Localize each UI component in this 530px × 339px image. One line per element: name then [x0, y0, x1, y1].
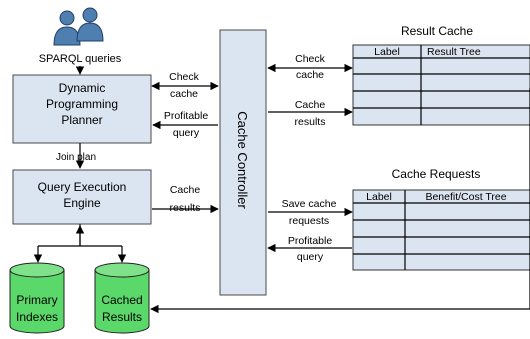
- cache-controller-label: Cache Controller: [235, 111, 250, 209]
- check-cache-1: Check: [295, 53, 326, 65]
- profitable-query-2: query: [297, 251, 324, 263]
- planner-line1: Dynamic: [59, 81, 106, 95]
- result-cache-table: [352, 44, 530, 126]
- planner-line3: Planner: [61, 113, 102, 127]
- engine-results-1: Cache: [170, 184, 201, 196]
- cached-results-db: [94, 262, 150, 334]
- cached-line1: Cached: [101, 293, 142, 307]
- cache-requests-header-tree: Benefit/Cost Tree: [425, 191, 506, 203]
- result-cache-header-tree: Result Tree: [427, 46, 481, 58]
- save-requests-1: Save cache: [282, 198, 337, 210]
- result-cache-title: Result Cache: [401, 24, 473, 38]
- cache-results-1: Cache: [295, 99, 326, 111]
- cache-requests-table: [352, 189, 530, 271]
- sparql-queries-label: SPARQL queries: [39, 53, 122, 65]
- primary-indexes-db: [9, 262, 65, 334]
- save-requests-2: requests: [289, 215, 329, 227]
- cache-results-2: results: [295, 116, 326, 128]
- planner-profitable-2: query: [173, 127, 200, 139]
- cached-line2: Results: [102, 310, 142, 324]
- planner-line2: Programming: [46, 97, 118, 111]
- engine-box: [12, 169, 152, 225]
- cache-requests-header-label: Label: [366, 191, 392, 203]
- planner-check-1: Check: [169, 71, 200, 83]
- planner-check-2: cache: [170, 88, 198, 100]
- planner-box: [12, 74, 152, 144]
- profitable-query-1: Profitable: [288, 235, 333, 247]
- planner-profitable-1: Profitable: [164, 110, 209, 122]
- engine-line2: Engine: [63, 196, 101, 210]
- engine-results-2: results: [170, 202, 201, 214]
- cache-controller-box: [219, 29, 267, 296]
- cache-requests-title: Cache Requests: [392, 167, 481, 181]
- join-plan-label: Join plan: [56, 152, 96, 163]
- primary-line2: Indexes: [16, 310, 58, 324]
- users-icon: [53, 7, 104, 46]
- result-cache-header-label: Label: [374, 46, 400, 58]
- primary-line1: Primary: [16, 293, 57, 307]
- engine-line1: Query Execution: [38, 180, 127, 194]
- check-cache-2: cache: [296, 69, 324, 81]
